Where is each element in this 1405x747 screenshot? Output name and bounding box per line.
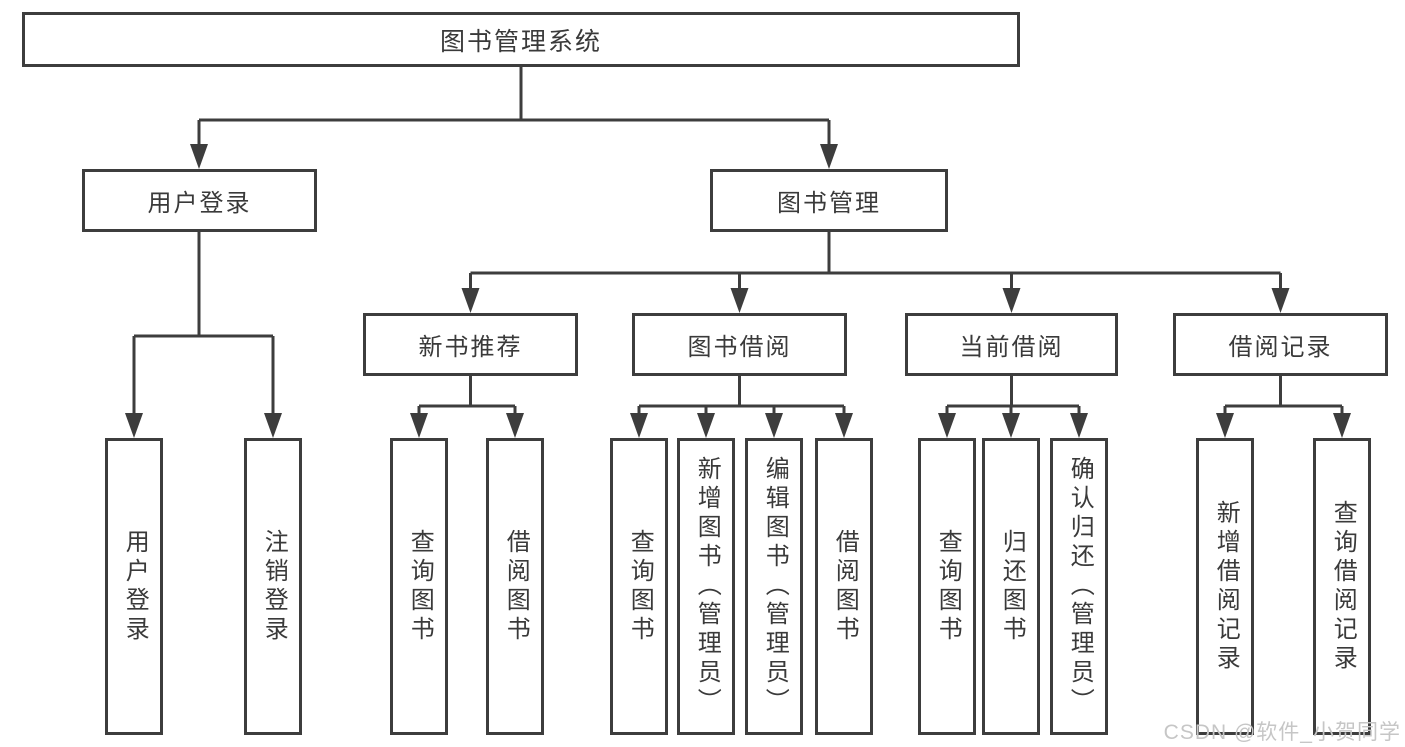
node-new-book-recommend: 新书推荐	[363, 313, 578, 376]
leaf-label: 借阅图书	[831, 528, 859, 645]
leaf-logout: 注销登录	[244, 438, 302, 735]
arrow-down-icon	[190, 144, 208, 169]
node-root-label: 图书管理系统	[439, 27, 602, 56]
leaf-query-borrow-record: 查询借阅记录	[1313, 438, 1371, 735]
arrow-down-icon	[835, 413, 853, 438]
node-borrow-records: 借阅记录	[1173, 313, 1388, 376]
node-user-login: 用户登录	[82, 169, 317, 232]
leaf-query-books-borrow: 查询图书	[610, 438, 668, 735]
node-borrow-records-label: 借阅记录	[1228, 334, 1333, 361]
arrow-down-icon	[630, 413, 648, 438]
arrow-down-icon	[938, 413, 956, 438]
node-book-management-label: 图书管理	[777, 190, 881, 217]
leaf-label: 查询借阅记录	[1329, 499, 1357, 674]
leaf-query-books-recommend: 查询图书	[390, 438, 448, 735]
leaf-borrow-books-recommend: 借阅图书	[486, 438, 544, 735]
arrow-down-icon	[1216, 413, 1234, 438]
leaf-user-login-label: 用户登录	[121, 528, 149, 645]
arrow-down-icon	[506, 413, 524, 438]
leaf-label: 查询图书	[626, 528, 654, 645]
arrow-down-icon	[697, 413, 715, 438]
leaf-label: 借阅图书	[502, 528, 530, 645]
node-new-book-recommend-label: 新书推荐	[418, 334, 523, 361]
leaf-label: 归还图书	[998, 528, 1026, 645]
arrow-down-icon	[461, 288, 480, 313]
leaf-label: 查询图书	[934, 528, 962, 645]
node-user-login-label: 用户登录	[147, 190, 252, 217]
leaf-label: 新增借阅记录	[1212, 499, 1240, 674]
arrow-down-icon	[1271, 288, 1290, 313]
csdn-watermark: CSDN @软件_小贺同学	[1163, 721, 1401, 744]
node-current-borrow: 当前借阅	[905, 313, 1118, 376]
leaf-label: 查询图书	[406, 528, 434, 645]
arrow-down-icon	[730, 288, 749, 313]
leaf-return-books: 归还图书	[982, 438, 1040, 735]
arrow-down-icon	[1002, 288, 1021, 313]
leaf-edit-books-admin: 编辑图书（管理员）	[745, 438, 803, 735]
leaf-label: 确认归还（管理员）	[1066, 456, 1094, 717]
leaf-label: 编辑图书（管理员）	[761, 456, 789, 717]
arrow-down-icon	[765, 413, 783, 438]
arrow-down-icon	[125, 413, 143, 438]
leaf-label: 新增图书（管理员）	[693, 456, 721, 717]
node-root-system: 图书管理系统	[22, 12, 1020, 67]
arrow-down-icon	[1333, 413, 1351, 438]
leaf-user-login: 用户登录	[105, 438, 163, 735]
node-current-borrow-label: 当前借阅	[959, 334, 1064, 361]
leaf-query-books-current: 查询图书	[918, 438, 976, 735]
arrow-down-icon	[820, 144, 838, 169]
leaf-confirm-return-admin: 确认归还（管理员）	[1050, 438, 1108, 735]
arrow-down-icon	[1002, 413, 1020, 438]
arrow-down-icon	[1070, 413, 1088, 438]
leaf-add-books-admin: 新增图书（管理员）	[677, 438, 735, 735]
leaf-borrow-books: 借阅图书	[815, 438, 873, 735]
leaf-logout-label: 注销登录	[260, 528, 288, 645]
leaf-add-borrow-record: 新增借阅记录	[1196, 438, 1254, 735]
arrow-down-icon	[264, 413, 282, 438]
arrow-down-icon	[410, 413, 428, 438]
node-book-management: 图书管理	[710, 169, 948, 232]
node-book-borrow-label: 图书借阅	[687, 334, 792, 361]
node-book-borrow: 图书借阅	[632, 313, 847, 376]
